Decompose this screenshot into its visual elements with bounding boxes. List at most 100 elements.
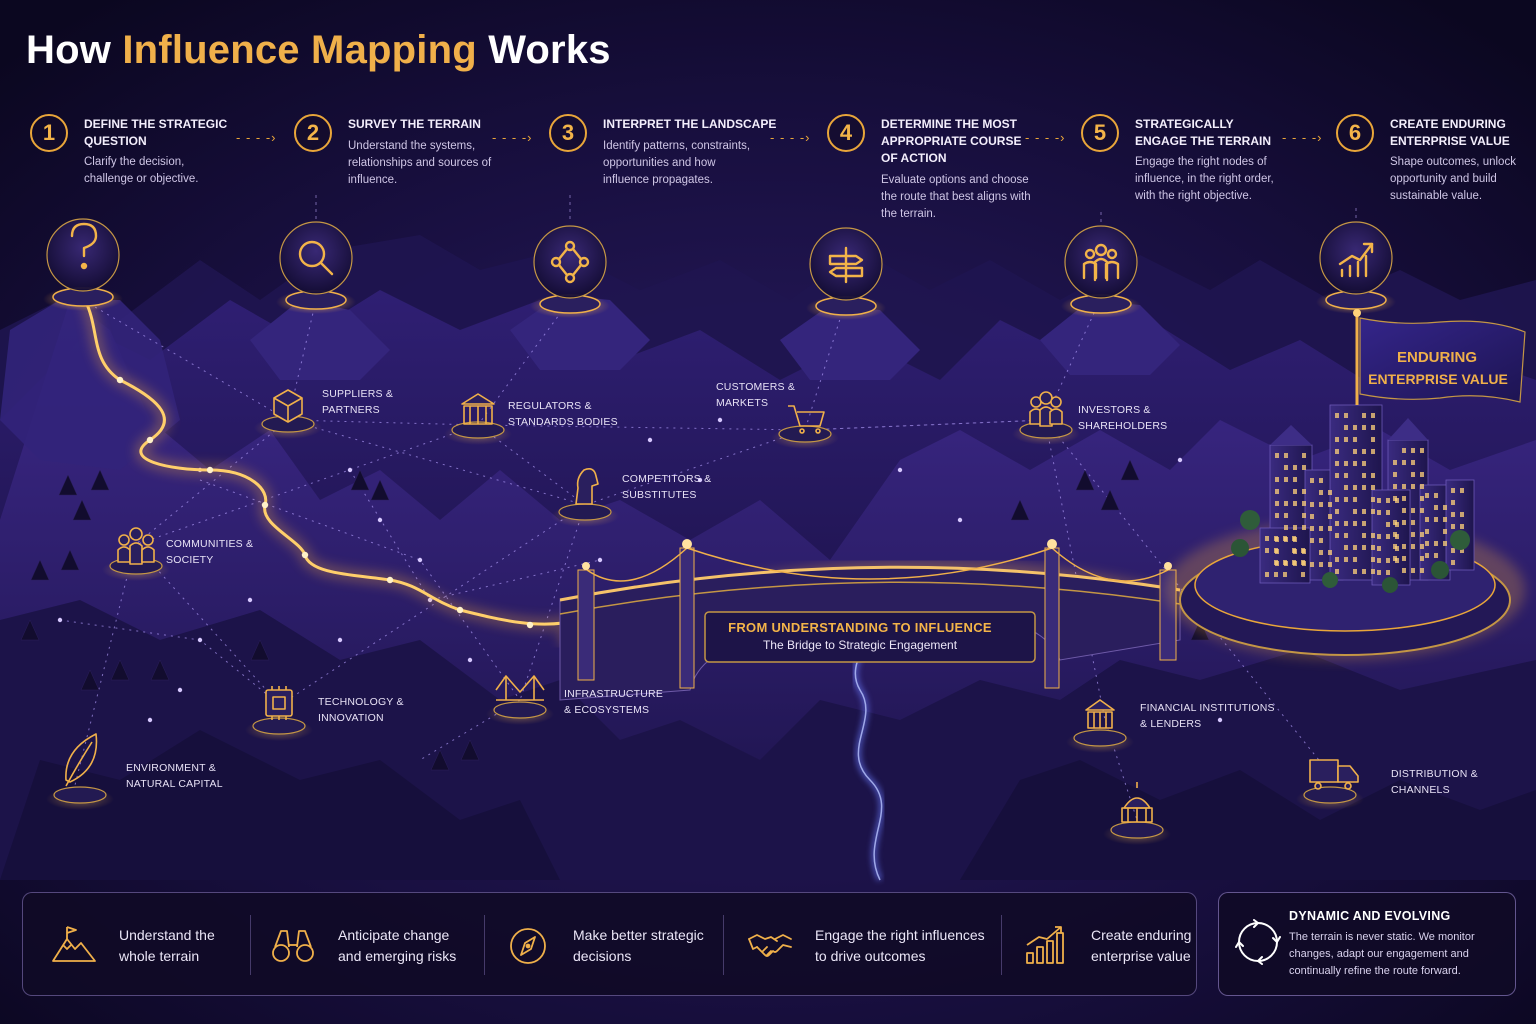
window-light (1451, 524, 1455, 529)
window-light (1344, 497, 1348, 502)
window-light (1328, 514, 1332, 519)
signpost-icon (828, 246, 864, 284)
step-number-badge: 4 (827, 114, 865, 152)
window-light (1443, 517, 1447, 522)
network-icon (550, 240, 590, 284)
window-light (1443, 505, 1447, 510)
step-title: CREATE ENDURING ENTERPRISE VALUE (1390, 117, 1510, 148)
node-pedestal (46, 786, 114, 810)
node-label-investors: INVESTORS & SHAREHOLDERS (1078, 404, 1168, 432)
window-light (1335, 509, 1339, 514)
step-orb-5 (1061, 225, 1141, 318)
chess-knight-icon (575, 468, 599, 505)
magnifier-icon (298, 240, 334, 276)
tree (1075, 469, 1095, 491)
tree (1120, 459, 1140, 481)
window-light (1362, 461, 1366, 466)
compass-icon (510, 928, 546, 964)
bank-icon (1085, 699, 1115, 729)
window-light (1451, 512, 1455, 517)
arrow-icon: - - - -› (1282, 130, 1323, 145)
divider (723, 915, 724, 975)
node-label-suppliers: SUPPLIERS & PARTNERS (322, 388, 394, 416)
window-light (1353, 485, 1357, 490)
step-number-badge: 3 (549, 114, 587, 152)
bridge-icon (495, 675, 545, 701)
window-light (1353, 437, 1357, 442)
bridge (557, 539, 1182, 701)
window-light (1411, 532, 1415, 537)
step-title: SURVEY THE TERRAIN (348, 117, 481, 131)
network-dot (597, 557, 603, 563)
step-number-badge: 1 (30, 114, 68, 152)
node-pedestal (1012, 421, 1080, 445)
window-light (1302, 525, 1306, 530)
window-light (1275, 489, 1279, 494)
benefit-text: Make better strategic decisions (573, 927, 704, 964)
step-description: Engage the right nodes of influence, in … (1135, 156, 1274, 202)
path-node (301, 551, 309, 559)
flag-line-1: ENDURING (1397, 349, 1477, 366)
node-label-distribution: DISTRIBUTION & CHANNELS (1391, 768, 1478, 796)
window-light (1319, 526, 1323, 531)
network-dot (177, 687, 183, 693)
step-number-badge: 6 (1336, 114, 1374, 152)
window-light (1284, 477, 1288, 482)
window-light (1420, 556, 1424, 561)
window-light (1402, 544, 1406, 549)
window-light (1319, 562, 1323, 567)
window-light (1460, 548, 1464, 553)
group-icon (1029, 391, 1063, 427)
window-light (1344, 545, 1348, 550)
node-label-environment: ENVIRONMENT & NATURAL CAPITAL (126, 762, 223, 790)
capitol-icon (1121, 782, 1153, 823)
node-pedestal (1103, 821, 1171, 845)
window-light (1328, 562, 1332, 567)
window-light (1425, 541, 1429, 546)
title-accent: Influence Mapping (122, 28, 477, 72)
window-light (1451, 548, 1455, 553)
bridge-subtitle: The Bridge to Strategic Engagement (762, 638, 958, 652)
window-light (1371, 425, 1375, 430)
window-light (1371, 473, 1375, 478)
question-icon (70, 222, 98, 270)
window-light (1283, 572, 1287, 577)
step-title: INTERPRET THE LANDSCAPE (603, 117, 777, 131)
node-pedestal (1066, 729, 1134, 753)
window-light (1353, 545, 1357, 550)
tree (30, 559, 50, 581)
window-light (1265, 536, 1269, 541)
window-light (1393, 484, 1397, 489)
window-light (1301, 572, 1305, 577)
window-light (1302, 501, 1306, 506)
window-light (1402, 520, 1406, 525)
window-light (1395, 522, 1399, 527)
flag-line-2: ENTERPRISE VALUE (1368, 371, 1508, 387)
tree (80, 669, 100, 691)
tree (58, 474, 78, 496)
window-light (1395, 558, 1399, 563)
network-dot (247, 597, 253, 603)
node-pedestal (771, 425, 839, 449)
window-light (1265, 572, 1269, 577)
divider (250, 915, 251, 975)
network-dot (717, 417, 723, 423)
step-title: STRATEGICALLY ENGAGE THE TERRAIN (1135, 117, 1272, 148)
window-light (1335, 413, 1339, 418)
window-light (1344, 485, 1348, 490)
window-light (1395, 546, 1399, 551)
window-light (1302, 465, 1306, 470)
window-light (1411, 520, 1415, 525)
window-light (1275, 477, 1279, 482)
window-light (1310, 514, 1314, 519)
window-light (1402, 556, 1406, 561)
window-light (1274, 572, 1278, 577)
node-pedestal (1296, 786, 1364, 810)
window-light (1386, 522, 1390, 527)
window-light (1371, 485, 1375, 490)
window-light (1420, 496, 1424, 501)
window-light (1310, 562, 1314, 567)
benefit-text: Create enduring enterprise value (1091, 927, 1192, 964)
arrow-icon: - - - -› (770, 130, 811, 145)
window-light (1386, 510, 1390, 515)
